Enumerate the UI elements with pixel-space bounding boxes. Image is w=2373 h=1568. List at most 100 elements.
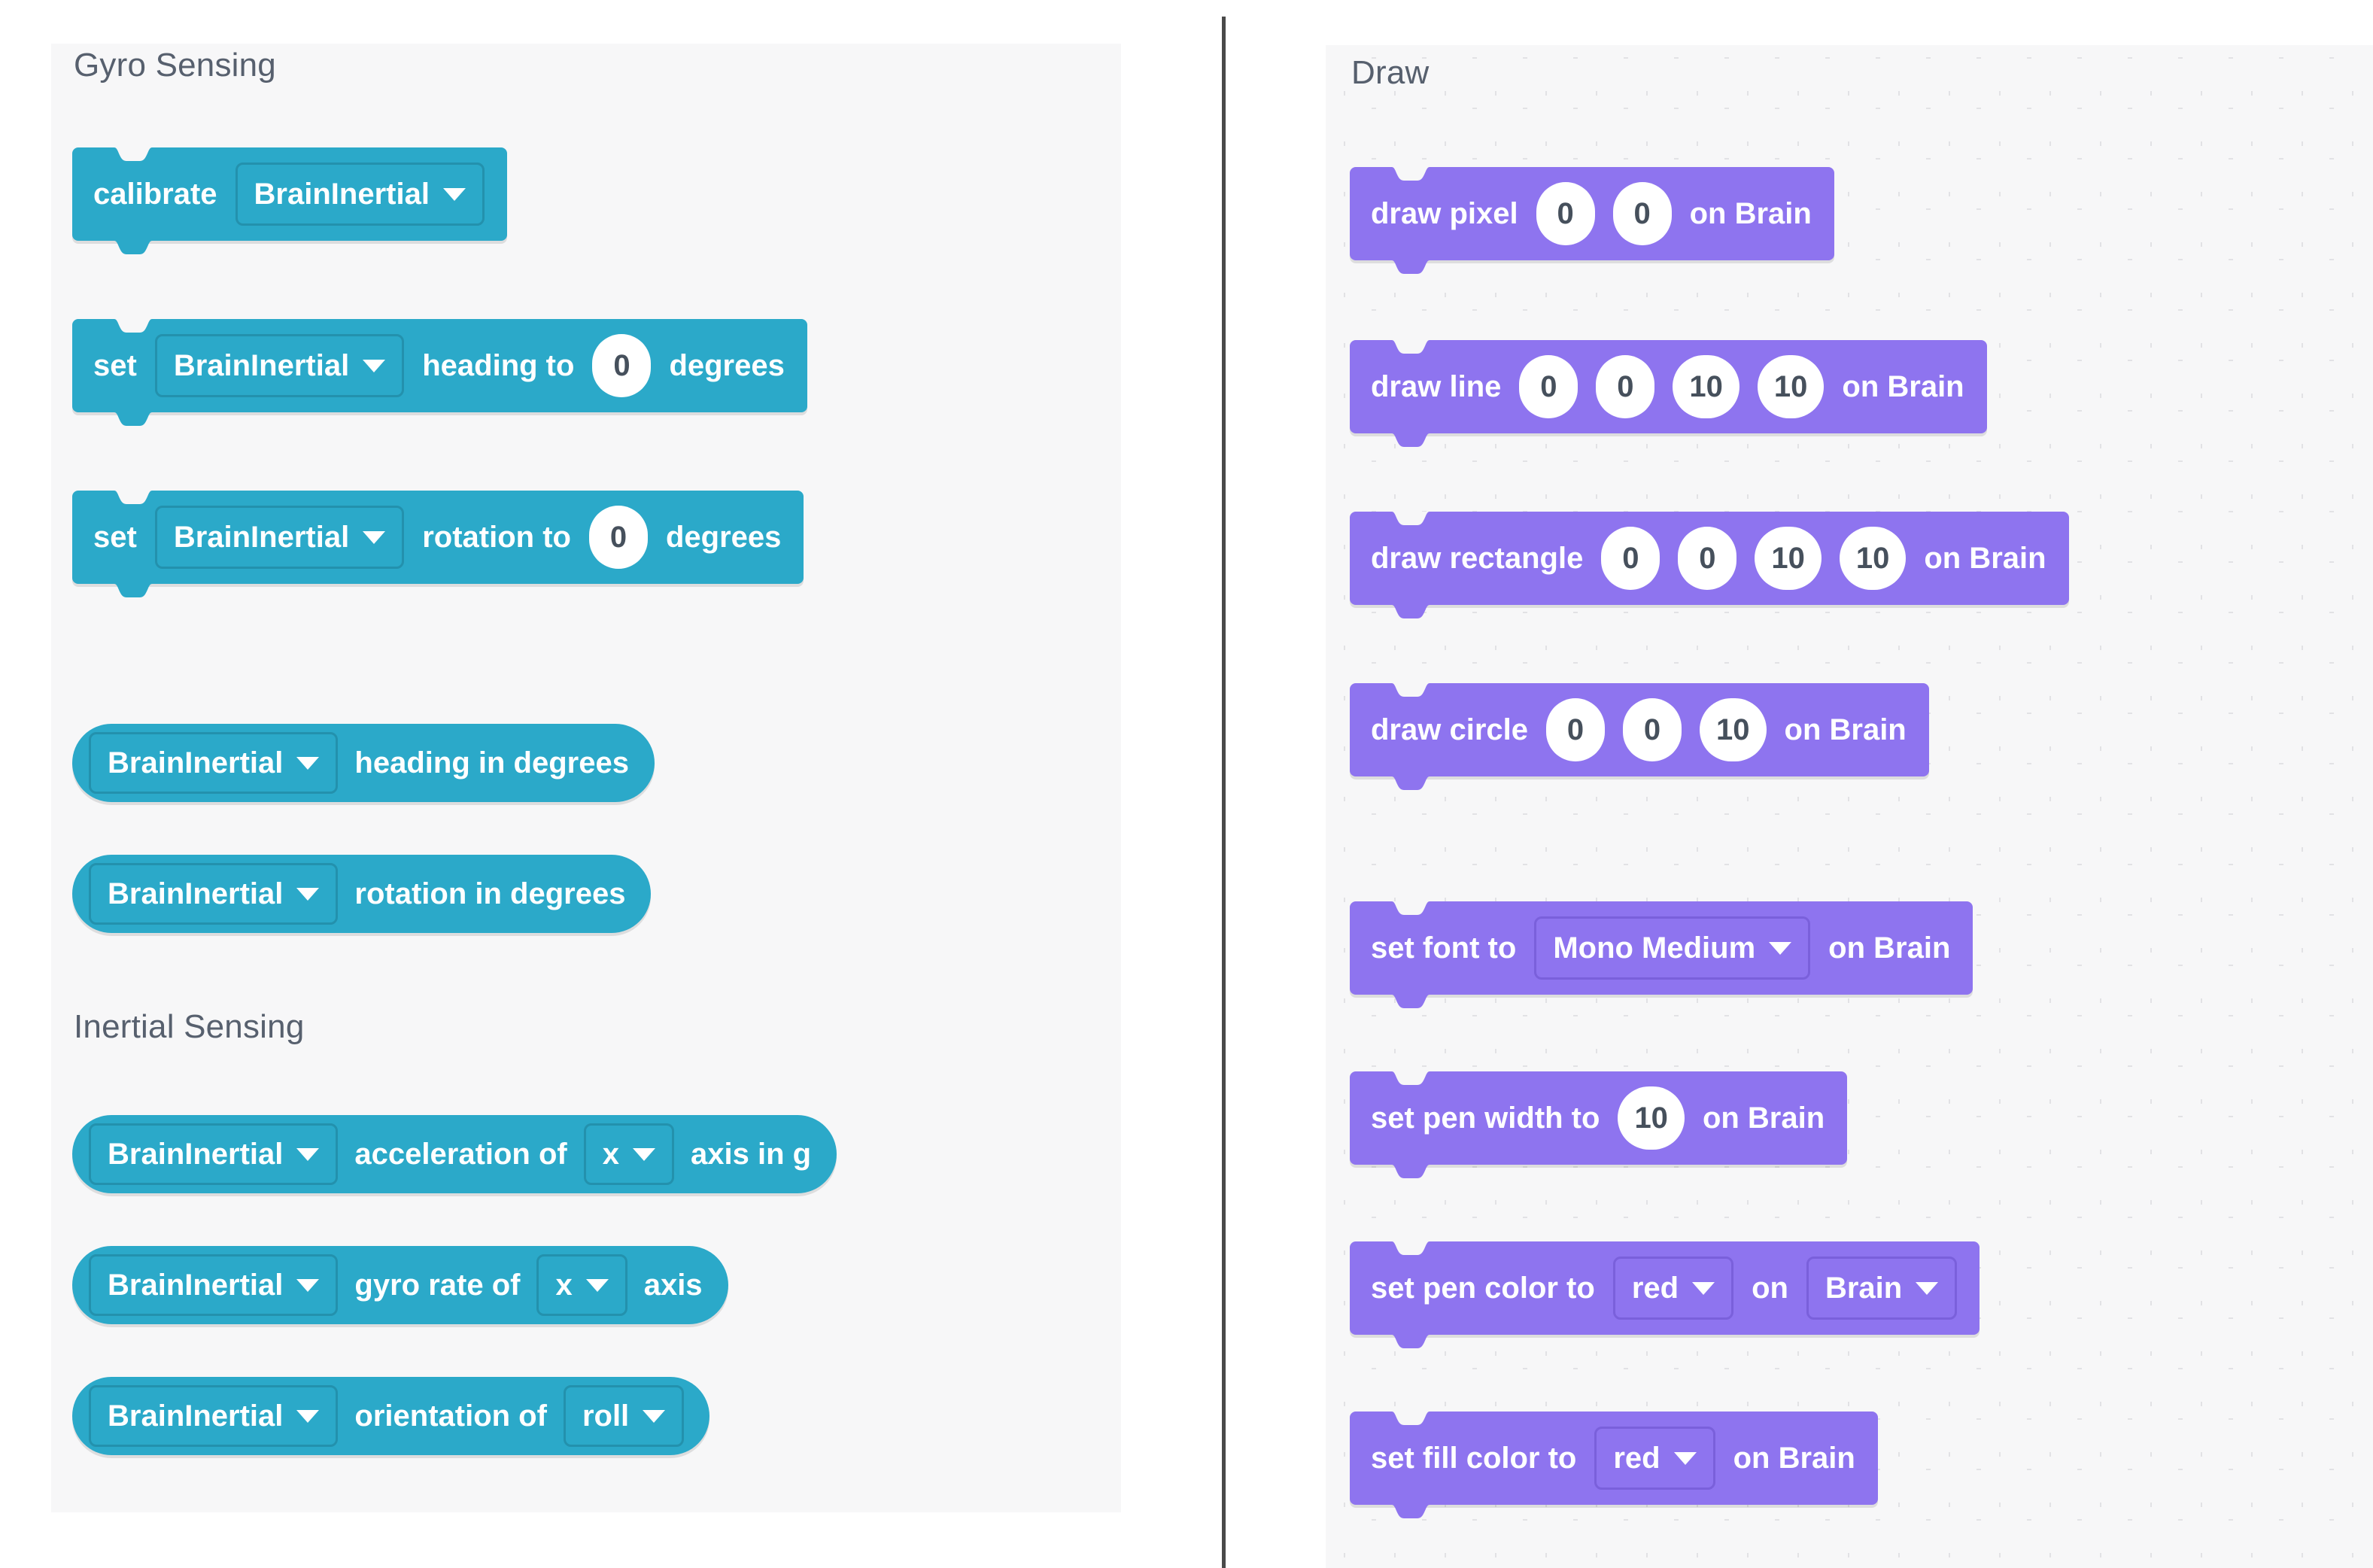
dropdown-value: x [555,1268,573,1302]
block-gyro-rate-of-axis[interactable]: BrainInertial gyro rate of x axis [72,1246,728,1324]
block-draw-line[interactable]: draw line 0 0 10 10 on Brain [1350,340,1987,447]
dropdown-value: Mono Medium [1553,931,1756,965]
chevron-down-icon [296,1278,320,1292]
block-notch-top-icon [1381,340,1440,355]
block-draw-rectangle[interactable]: draw rectangle 0 0 10 10 on Brain [1350,512,2069,618]
dropdown-device-brain-inertial[interactable]: BrainInertial [154,334,405,397]
block-notch-top-icon [1381,683,1440,698]
dropdown-value: BrainInertial [254,177,430,211]
block-label-draw-circle: draw circle [1371,713,1529,746]
dropdown-value: red [1613,1441,1660,1475]
dropdown-device-brain-inertial[interactable]: BrainInertial [89,1254,339,1316]
block-label-set-fill-color-to: set fill color to [1371,1441,1577,1475]
section-heading-draw: Draw [1351,54,1430,91]
dropdown-device-brain[interactable]: Brain [1806,1257,1958,1320]
input-line-y2[interactable]: 10 [1757,355,1825,418]
block-label-degrees: degrees [669,348,785,382]
block-notch-top-icon [104,319,163,334]
block-acceleration-of-axis[interactable]: BrainInertial acceleration of x axis in … [72,1115,837,1193]
block-label-gyro-rate-of: gyro rate of [354,1268,521,1302]
block-label-on-brain: on Brain [1828,931,1951,965]
block-set-heading[interactable]: set BrainInertial heading to 0 degrees [72,319,807,426]
block-notch-top-icon [1381,901,1440,916]
panel-divider [1222,17,1226,1568]
block-notch-top-icon [1381,167,1440,182]
input-circle-y[interactable]: 0 [1623,698,1682,761]
dropdown-font[interactable]: Mono Medium [1534,916,1811,980]
dropdown-pen-color[interactable]: red [1612,1257,1734,1320]
dropdown-value: x [602,1137,619,1171]
block-label-axis-in-g: axis in g [690,1137,812,1171]
block-label-set: set [93,520,137,554]
input-rect-y[interactable]: 0 [1678,527,1737,590]
dropdown-device-brain-inertial[interactable]: BrainInertial [89,732,339,794]
dropdown-value: BrainInertial [173,348,350,382]
block-label-rotation-to: rotation to [422,520,571,554]
block-label-rotation-in-degrees: rotation in degrees [354,877,626,910]
dropdown-value: Brain [1825,1271,1903,1305]
block-label-heading-to: heading to [422,348,575,382]
chevron-down-icon [296,887,320,901]
dropdown-axis[interactable]: x [583,1123,674,1185]
dropdown-device-brain-inertial[interactable]: BrainInertial [89,1385,339,1447]
dropdown-fill-color[interactable]: red [1594,1427,1715,1490]
block-notch-top-icon [1381,1412,1440,1427]
block-label-orientation-of: orientation of [354,1399,547,1433]
input-line-y1[interactable]: 0 [1596,355,1655,418]
input-circle-x[interactable]: 0 [1546,698,1606,761]
input-heading-degrees[interactable]: 0 [592,334,652,397]
block-set-rotation[interactable]: set BrainInertial rotation to 0 degrees [72,491,804,597]
block-label-on: on [1752,1271,1788,1305]
input-rect-width[interactable]: 10 [1755,527,1822,590]
dropdown-device-brain-inertial[interactable]: BrainInertial [154,506,405,569]
input-pen-width[interactable]: 10 [1618,1086,1685,1150]
block-notch-top-icon [1381,1071,1440,1086]
block-set-fill-color[interactable]: set fill color to red on Brain [1350,1412,1878,1518]
input-rotation-degrees[interactable]: 0 [588,506,648,569]
input-rect-height[interactable]: 10 [1839,527,1907,590]
input-pixel-y[interactable]: 0 [1612,182,1672,245]
block-label-heading-in-degrees: heading in degrees [354,746,629,779]
chevron-down-icon [1673,1451,1697,1465]
dropdown-device-brain-inertial[interactable]: BrainInertial [235,163,485,226]
block-notch-top-icon [1381,1241,1440,1257]
block-label-draw-pixel: draw pixel [1371,196,1518,230]
chevron-down-icon [1916,1281,1939,1295]
chevron-down-icon [296,1409,320,1423]
dropdown-orientation-axis[interactable]: roll [563,1385,685,1447]
block-set-pen-color[interactable]: set pen color to red on Brain [1350,1241,1980,1348]
chevron-down-icon [296,756,320,770]
block-set-pen-width[interactable]: set pen width to 10 on Brain [1350,1071,1848,1178]
input-rect-x[interactable]: 0 [1601,527,1660,590]
chevron-down-icon [363,359,386,372]
block-notch-top-icon [104,491,163,506]
block-draw-circle[interactable]: draw circle 0 0 10 on Brain [1350,683,1929,790]
block-label-set: set [93,348,137,382]
block-draw-pixel[interactable]: draw pixel 0 0 on Brain [1350,167,1834,274]
chevron-down-icon [1692,1281,1715,1295]
chevron-down-icon [643,1409,666,1423]
input-circle-radius[interactable]: 10 [1700,698,1767,761]
dropdown-value: BrainInertial [108,1399,284,1433]
dropdown-value: BrainInertial [108,746,284,779]
input-line-x1[interactable]: 0 [1519,355,1578,418]
block-label-degrees: degrees [665,520,782,554]
dropdown-axis[interactable]: x [536,1254,627,1316]
dropdown-value: BrainInertial [108,1268,284,1302]
block-label-axis: axis [643,1268,703,1302]
block-calibrate-brain-inertial[interactable]: calibrate BrainInertial [72,147,507,254]
section-heading-inertial-sensing: Inertial Sensing [74,1008,305,1045]
block-rotation-in-degrees[interactable]: BrainInertial rotation in degrees [72,855,652,933]
dropdown-device-brain-inertial[interactable]: BrainInertial [89,863,339,925]
input-pixel-x[interactable]: 0 [1536,182,1595,245]
input-line-x2[interactable]: 10 [1673,355,1739,418]
dropdown-value: red [1631,1271,1679,1305]
block-label-set-pen-color-to: set pen color to [1371,1271,1595,1305]
dropdown-device-brain-inertial[interactable]: BrainInertial [89,1123,339,1185]
block-orientation-of[interactable]: BrainInertial orientation of roll [72,1377,710,1455]
block-notch-top-icon [1381,512,1440,527]
block-heading-in-degrees[interactable]: BrainInertial heading in degrees [72,724,655,802]
draw-palette-panel [1326,45,2373,1568]
chevron-down-icon [442,187,466,201]
block-set-font[interactable]: set font to Mono Medium on Brain [1350,901,1973,1008]
